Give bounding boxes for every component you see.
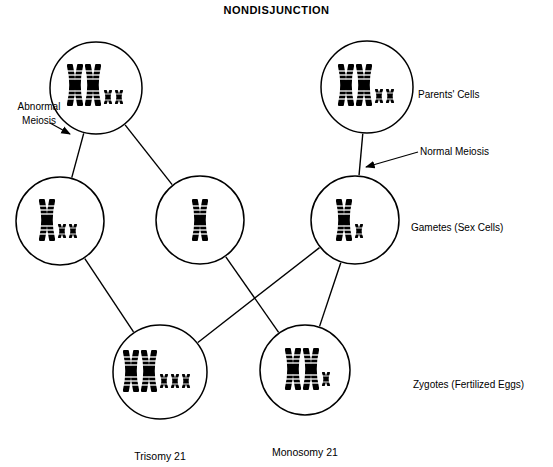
row-label: Parents' Cells [418,88,538,102]
cell-circle-outline [156,176,244,264]
row-label: Gametes (Sex Cells) [411,221,551,235]
meiosis-line [359,134,363,175]
cell-outline [259,324,351,416]
cell-circle [15,176,105,266]
cell-circle: Trisomy 21 [112,324,208,420]
cell-outline [49,41,143,135]
cell-circle-outline [50,42,142,134]
cell-circle [49,41,143,135]
meiosis-line [320,263,341,327]
cell-outline [155,175,245,265]
meiosis-line [85,259,134,332]
cell-circle [310,175,400,265]
cell-circle-outline [311,176,399,264]
cell-circle: Monosomy 21 [259,324,351,416]
row-label: Abnormal Meiosis [4,100,74,128]
cell-caption: Monosomy 21 [219,446,391,458]
diagram-title: NONDISJUNCTION [0,4,553,16]
cell-circle-outline [260,325,350,415]
cell-outline [15,176,105,266]
cell-circle-outline [321,41,413,133]
row-label: Normal Meiosis [420,145,540,159]
meiosis-line [125,125,172,185]
cell-outline [310,175,400,265]
meiosis-line [72,133,84,177]
cell-caption: Trisomy 21 [72,450,248,462]
cell-circle-outline [113,325,207,419]
meiosis-line [226,257,279,332]
cell-outline [112,324,208,420]
row-label: Zygotes (Fertilized Eggs) [413,378,553,392]
cell-circle [320,40,414,134]
cell-circle-outline [16,177,104,265]
cell-circle [155,175,245,265]
cell-outline [320,40,414,134]
leader-arrow [366,152,418,167]
